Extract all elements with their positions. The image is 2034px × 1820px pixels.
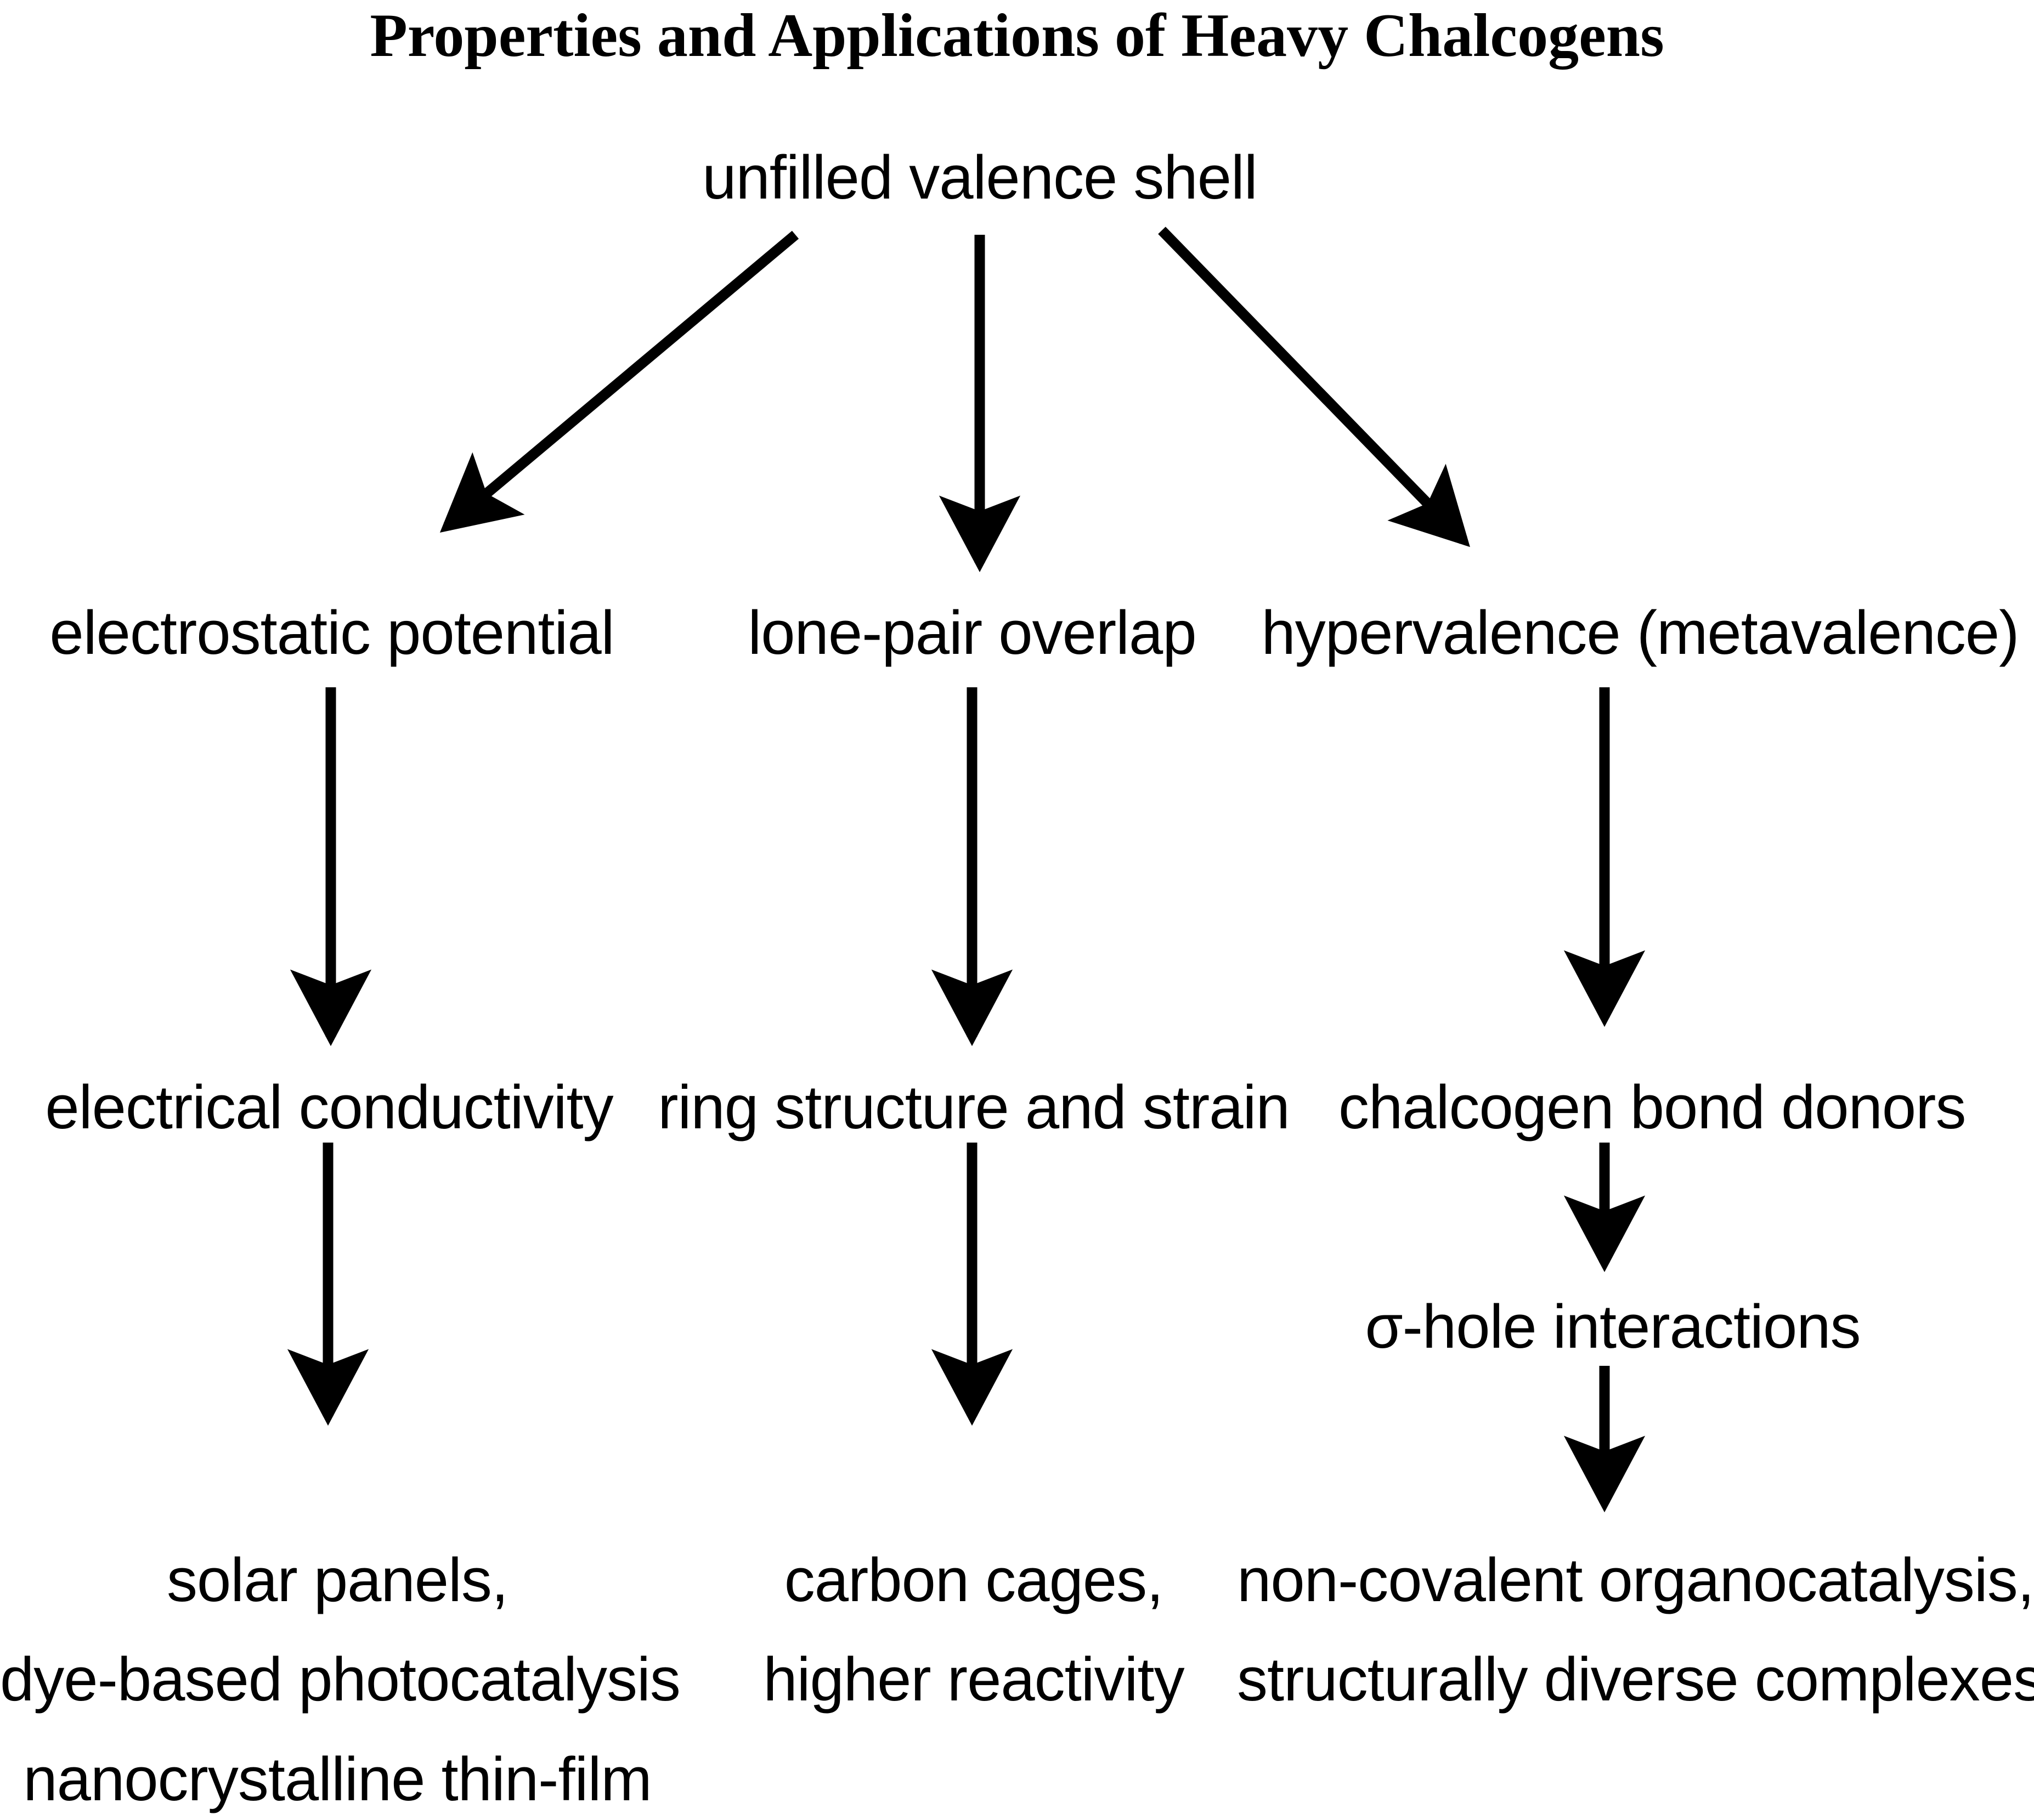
arrow-root-to-electrostatic-potential [439, 230, 799, 533]
leaf-line: higher reactivity [763, 1645, 1184, 1714]
node-lone-pair-overlap: lone-pair overlap [748, 598, 1196, 667]
arrow-root-to-hypervalence [1158, 227, 1470, 547]
node-sigma-hole-interactions: σ-hole interactions [1365, 1292, 1861, 1361]
node-applications-solar: solar panels, dye-based photocatalysis n… [0, 1530, 681, 1820]
leaf-line: solar panels, [166, 1546, 508, 1614]
node-applications-carbon-cages: carbon cages, higher reactivity [669, 1530, 1278, 1729]
node-electrostatic-potential: electrostatic potential [49, 598, 614, 667]
node-unfilled-valence-shell: unfilled valence shell [702, 143, 1258, 212]
node-electrical-conductivity: electrical conductivity [45, 1073, 613, 1141]
node-chalcogen-bond-donors: chalcogen bond donors [1338, 1073, 1966, 1141]
leaf-line: carbon cages, [784, 1546, 1164, 1614]
node-ring-structure-and-strain: ring structure and strain [658, 1073, 1290, 1141]
leaf-line: non-covalent organocatalysis, [1237, 1546, 2034, 1614]
page-title: Properties and Applications of Heavy Cha… [370, 2, 1664, 70]
node-hypervalence-metavalence: hypervalence (metavalence) [1261, 598, 2020, 667]
node-applications-organocatalysis: non-covalent organocatalysis, structural… [1237, 1530, 2034, 1729]
leaf-line: structurally diverse complexes [1237, 1645, 2034, 1714]
leaf-line: nanocrystalline thin-film [23, 1744, 652, 1813]
leaf-line: dye-based photocatalysis [0, 1645, 681, 1714]
